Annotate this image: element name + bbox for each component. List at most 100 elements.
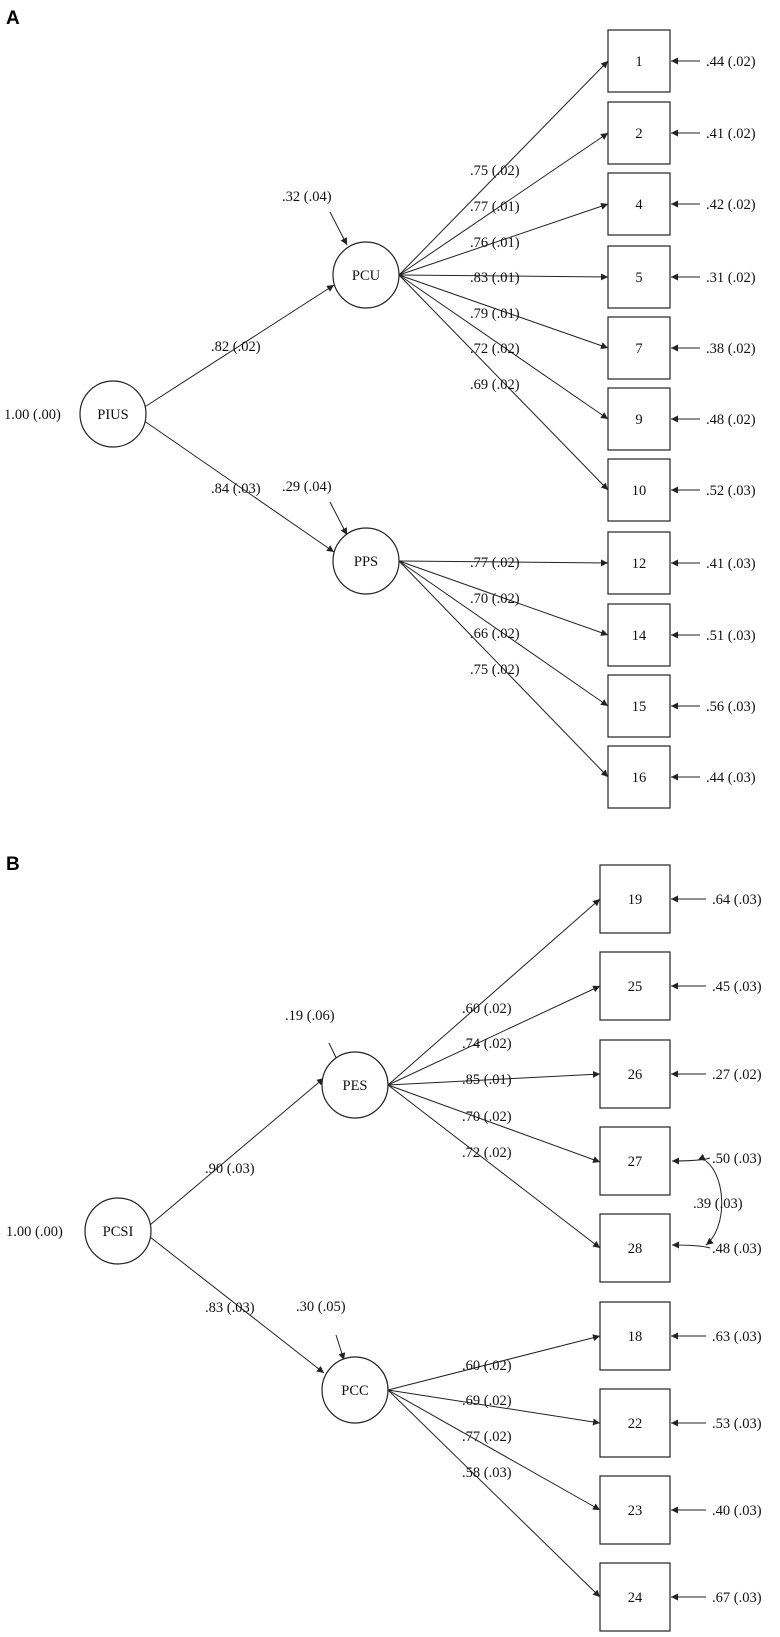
svg-text:26: 26 — [628, 1067, 643, 1083]
error-label: .67 (.03) — [712, 1590, 762, 1606]
svg-text:10: 10 — [632, 483, 647, 499]
error-label: .48 (.03) — [712, 1241, 762, 1257]
svg-text:14: 14 — [632, 628, 647, 644]
svg-text:18: 18 — [628, 1329, 643, 1345]
indicator-box-4: 4 — [607, 172, 671, 236]
indicator-box-19: 19 — [599, 864, 671, 934]
error-label: .27 (.02) — [712, 1067, 762, 1083]
loading-label: .77 (.01) — [470, 199, 520, 215]
error-label: .50 (.03) — [712, 1151, 762, 1167]
error-label: .63 (.03) — [712, 1329, 762, 1345]
svg-text:PIUS: PIUS — [97, 407, 128, 423]
indicator-box-26: 26 — [599, 1039, 671, 1109]
residual-label-pcc: .30 (.05) — [296, 1299, 346, 1315]
svg-text:7: 7 — [635, 341, 642, 357]
loading-label: .75 (.02) — [470, 662, 520, 678]
svg-text:PCU: PCU — [352, 268, 381, 284]
loading-label: .79 (.01) — [470, 306, 520, 322]
svg-text:9: 9 — [635, 412, 642, 428]
svg-text:2: 2 — [635, 126, 642, 142]
loading-label: .70 (.02) — [462, 1109, 512, 1125]
indicator-box-15: 15 — [607, 674, 671, 738]
loading-label: .58 (.03) — [462, 1465, 512, 1481]
loading-label: .75 (.02) — [470, 163, 520, 179]
svg-text:4: 4 — [635, 197, 643, 213]
error-label: .48 (.02) — [706, 412, 756, 428]
error-label: .52 (.03) — [706, 483, 756, 499]
svg-text:16: 16 — [632, 770, 647, 786]
panel-b-label: B — [6, 854, 20, 875]
loading-label: .69 (.02) — [470, 377, 520, 393]
latent-node-pps: PPS — [332, 527, 400, 595]
svg-text:1: 1 — [635, 54, 642, 70]
path-label-pes: .90 (.03) — [205, 1161, 255, 1177]
panel-a-label: A — [6, 8, 20, 29]
svg-text:28: 28 — [628, 1241, 643, 1257]
latent-node-pcc: PCC — [321, 1356, 389, 1424]
indicator-box-12: 12 — [607, 531, 671, 595]
panel-b-edges — [149, 895, 723, 1601]
latent-node-pcu: PCU — [332, 241, 400, 309]
residual-label-pes: .19 (.06) — [285, 1008, 335, 1024]
error-label: .40 (.03) — [712, 1503, 762, 1519]
indicator-box-2: 2 — [607, 101, 671, 165]
svg-text:PCSI: PCSI — [103, 1224, 134, 1240]
svg-text:25: 25 — [628, 979, 643, 995]
svg-text:PES: PES — [343, 1078, 368, 1094]
path-label-pps: .84 (.03) — [211, 481, 261, 497]
loading-label: .70 (.02) — [470, 591, 520, 607]
svg-text:23: 23 — [628, 1503, 643, 1519]
loading-label: .66 (.02) — [470, 626, 520, 642]
svg-text:27: 27 — [628, 1154, 643, 1170]
indicator-box-5: 5 — [607, 245, 671, 309]
error-label: .64 (.03) — [712, 892, 762, 908]
error-label: .53 (.03) — [712, 1416, 762, 1432]
indicator-box-22: 22 — [599, 1388, 671, 1458]
loading-label: .83 (.01) — [470, 270, 520, 286]
residual-label-pps: .29 (.04) — [282, 479, 332, 495]
loading-label: .85 (.01) — [462, 1072, 512, 1088]
svg-text:5: 5 — [635, 270, 642, 286]
latent-node-pius: PIUS — [79, 380, 147, 448]
latent-node-pes: PES — [321, 1051, 389, 1119]
indicator-box-14: 14 — [607, 603, 671, 667]
loading-label: .74 (.02) — [462, 1036, 512, 1052]
error-label: .44 (.02) — [706, 54, 756, 70]
residual-label-pcu: .32 (.04) — [282, 189, 332, 205]
indicator-box-7: 7 — [607, 316, 671, 380]
loading-label: .60 (.02) — [462, 1358, 512, 1374]
svg-text:22: 22 — [628, 1416, 643, 1432]
path-label-pcc: .83 (.03) — [205, 1300, 255, 1316]
svg-text:24: 24 — [628, 1590, 643, 1606]
error-label: .44 (.03) — [706, 770, 756, 786]
indicator-box-25: 25 — [599, 951, 671, 1021]
indicator-box-10: 10 — [607, 458, 671, 522]
error-label: .51 (.03) — [706, 628, 756, 644]
error-label: .45 (.03) — [712, 979, 762, 995]
indicator-box-24: 24 — [599, 1562, 671, 1632]
error-label: .42 (.02) — [706, 197, 756, 213]
pcsi-variance-label: 1.00 (.00) — [6, 1224, 63, 1240]
pius-variance-label: 1.00 (.00) — [4, 407, 61, 423]
svg-text:15: 15 — [632, 699, 647, 715]
loading-label: .77 (.02) — [462, 1429, 512, 1445]
loading-label: .72 (.02) — [470, 341, 520, 357]
error-label: .41 (.02) — [706, 126, 756, 142]
error-label: .31 (.02) — [706, 270, 756, 286]
svg-text:PPS: PPS — [354, 554, 378, 570]
error-label: .41 (.03) — [706, 556, 756, 572]
loading-label: .69 (.02) — [462, 1393, 512, 1409]
error-label: .56 (.03) — [706, 699, 756, 715]
loading-label: .72 (.02) — [462, 1145, 512, 1161]
loading-label: .76 (.01) — [470, 235, 520, 251]
svg-text:PCC: PCC — [341, 1383, 368, 1399]
path-label-pcu: .82 (.02) — [211, 339, 261, 355]
indicator-box-16: 16 — [607, 745, 671, 809]
indicator-box-27: 27 — [599, 1126, 671, 1196]
indicator-box-23: 23 — [599, 1475, 671, 1545]
loading-label: .60 (.02) — [462, 1001, 512, 1017]
loading-label: .77 (.02) — [470, 555, 520, 571]
error-covariance-label: .39 (.03) — [693, 1196, 743, 1212]
error-label: .38 (.02) — [706, 341, 756, 357]
